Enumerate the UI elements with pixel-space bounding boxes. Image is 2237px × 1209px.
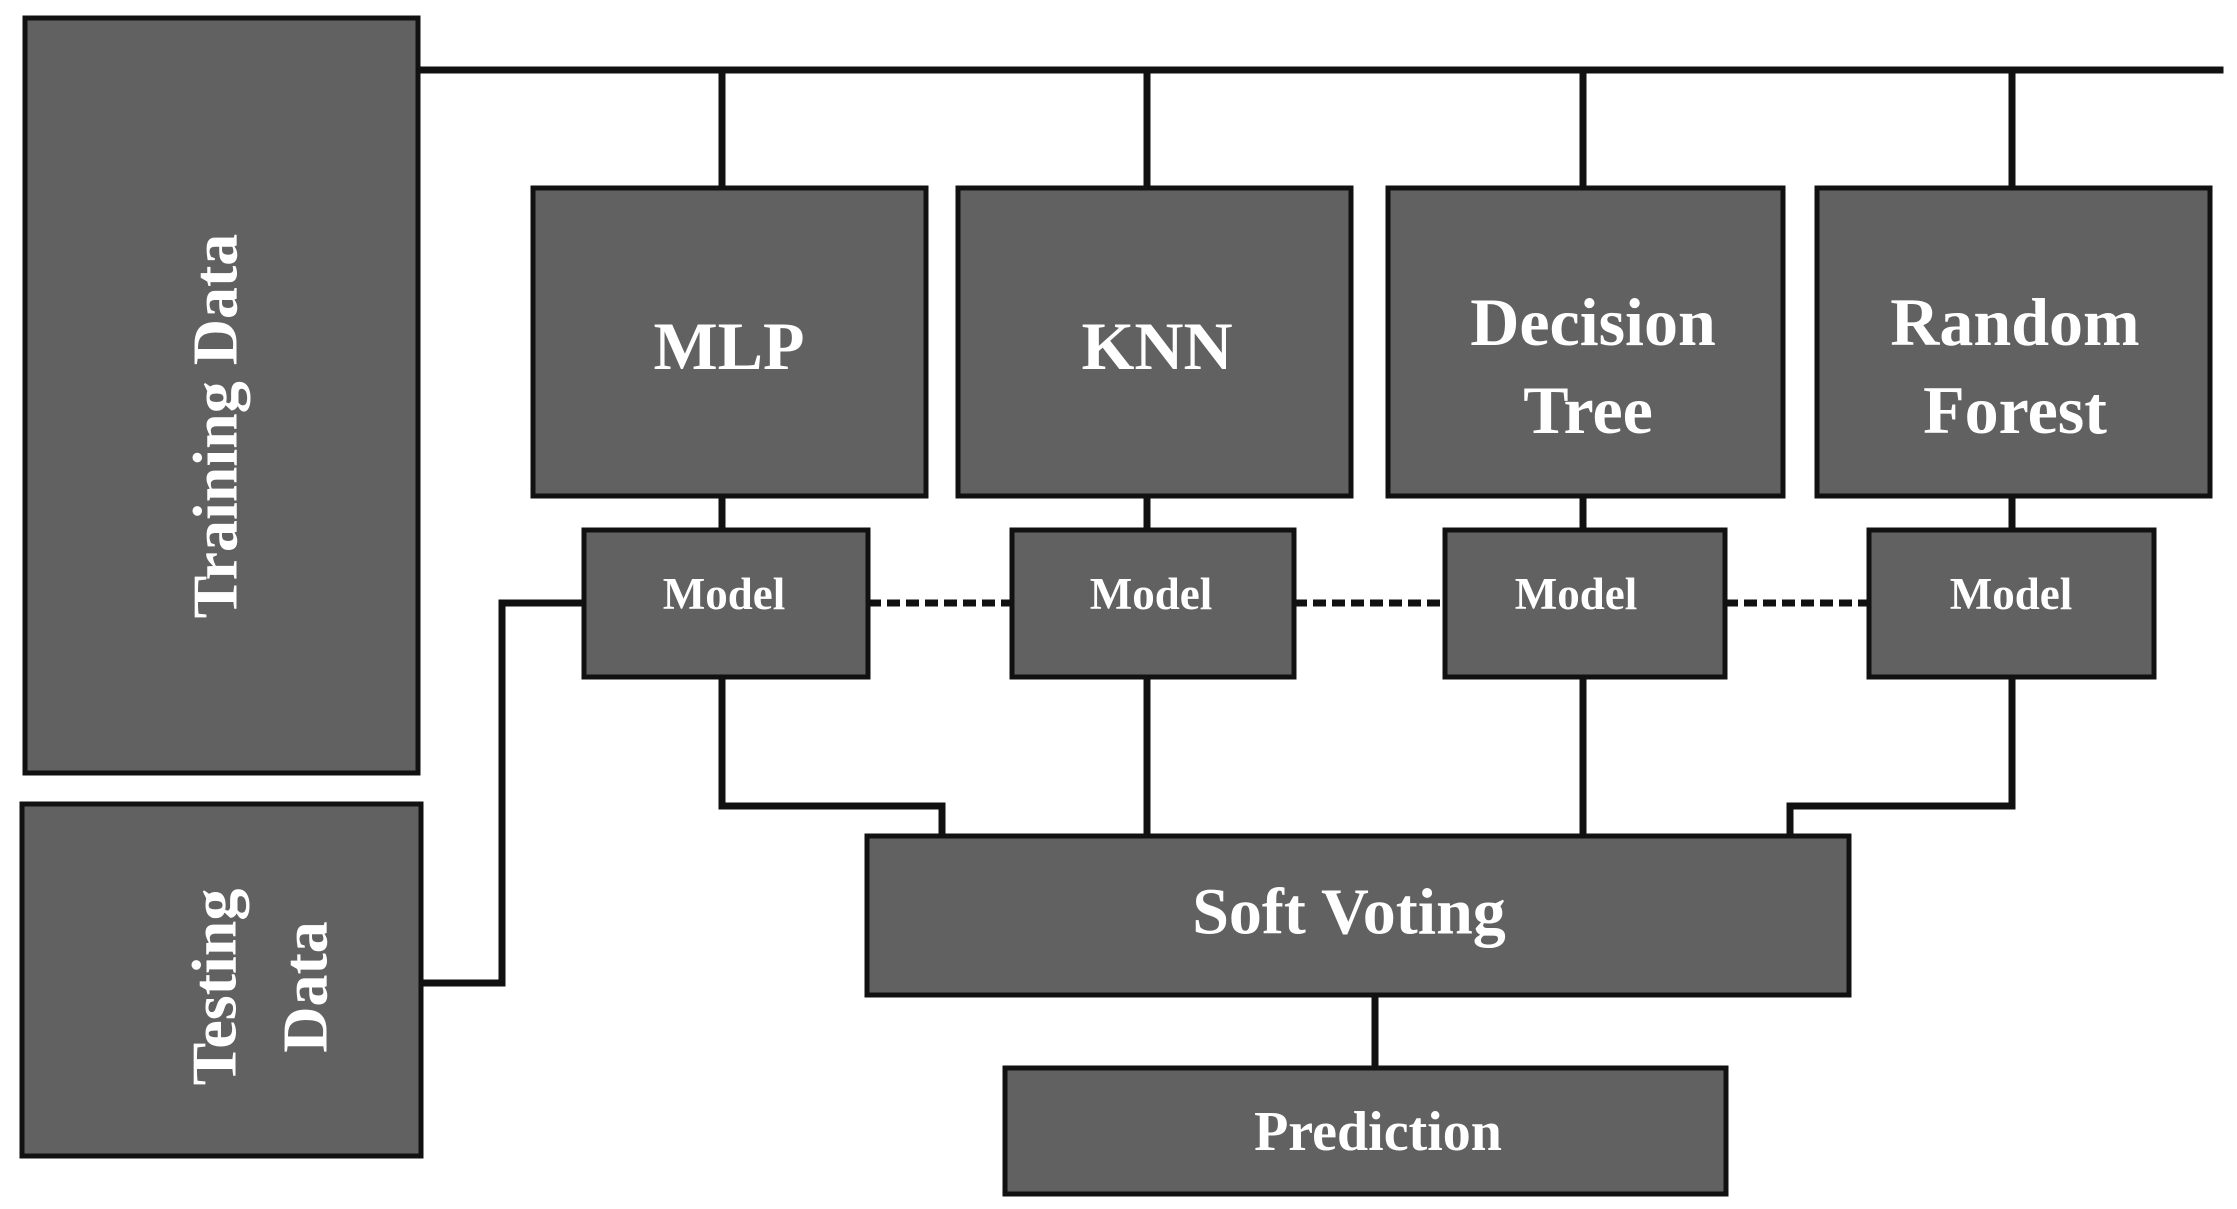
testing-data-connector — [417, 599, 588, 987]
soft-voting-node: Soft Voting — [864, 833, 1852, 998]
model-node-1: Model — [581, 527, 871, 680]
model-label-1: Model — [663, 569, 785, 619]
model-label-3: Model — [1515, 569, 1637, 619]
decision-tree-label-line1: Decision — [1470, 284, 1716, 360]
random-forest-label-line2: Forest — [1923, 372, 2107, 448]
model-box-3 — [1442, 527, 1728, 680]
model-node-2: Model — [1009, 527, 1297, 680]
knn-label: KNN — [1081, 308, 1232, 384]
decision-tree-label-line2: Tree — [1523, 372, 1653, 448]
connectors — [414, 66, 2224, 1072]
knn-box — [955, 185, 1354, 499]
model1-to-voting-line — [718, 673, 946, 840]
model-label-4: Model — [1950, 569, 2072, 619]
mlp-node: MLP — [530, 185, 929, 499]
soft-voting-label: Soft Voting — [1192, 876, 1506, 949]
testing-data-label-line1: Testing — [179, 889, 250, 1086]
prediction-box — [1002, 1065, 1729, 1197]
mlp-label: MLP — [653, 308, 804, 384]
knn-node: KNN — [955, 185, 1354, 499]
model-box-2 — [1009, 527, 1297, 680]
decision-tree-node: Decision Tree — [1385, 185, 1786, 499]
model-box-4 — [1866, 527, 2157, 680]
model-box-1 — [581, 527, 871, 680]
soft-voting-box — [864, 833, 1852, 998]
random-forest-node: Random Forest — [1814, 185, 2213, 499]
testing-data-label-line2: Data — [270, 921, 341, 1053]
random-forest-box — [1814, 185, 2213, 499]
decision-tree-box — [1385, 185, 1786, 499]
prediction-node: Prediction — [1002, 1065, 1729, 1197]
model-node-4: Model — [1866, 527, 2157, 680]
model-label-2: Model — [1090, 569, 1212, 619]
mlp-box — [530, 185, 929, 499]
random-forest-label-line1: Random — [1890, 284, 2139, 360]
training-data-box — [22, 15, 421, 776]
testing-data-box — [19, 801, 424, 1159]
training-data-label: Training Data — [180, 234, 251, 619]
model-node-3: Model — [1442, 527, 1728, 680]
prediction-label: Prediction — [1254, 1101, 1502, 1163]
testing-data-node: Testing Data — [19, 801, 424, 1159]
training-data-node: Training Data — [22, 15, 421, 776]
model4-to-voting-line — [1786, 673, 2016, 840]
